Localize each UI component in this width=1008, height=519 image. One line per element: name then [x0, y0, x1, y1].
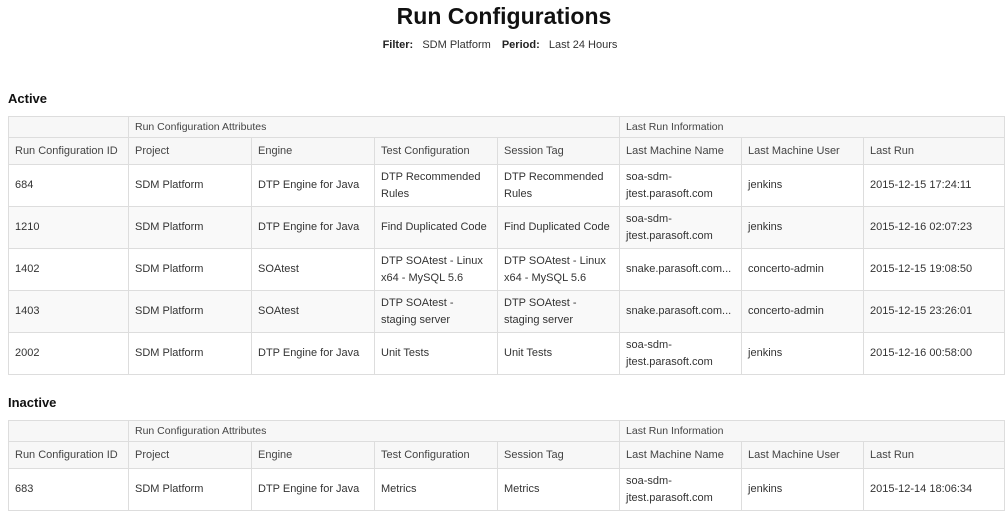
cell-last-run: 2015-12-16 02:07:23 — [863, 206, 1006, 249]
cell-project: SDM Platform — [128, 332, 252, 375]
period-value[interactable]: Last 24 Hours — [548, 39, 618, 51]
cell-engine: DTP Engine for Java — [251, 332, 375, 375]
cell-run-configuration-id[interactable]: 683 — [8, 468, 129, 511]
group-header-last-run: Last Run Information — [619, 420, 1006, 442]
cell-machine-name: snake.parasoft.com... — [619, 290, 743, 333]
cell-test-configuration: DTP SOAtest - staging server — [374, 290, 498, 333]
cell-session-tag: Find Duplicated Code — [496, 206, 621, 249]
cell-run-configuration-id[interactable]: 1403 — [8, 290, 129, 333]
active-table: Run Configuration Attributes Last Run In… — [8, 116, 1006, 375]
cell-project: SDM Platform — [128, 206, 252, 249]
cell-run-configuration-id[interactable]: 2002 — [8, 332, 129, 375]
column-header-session-tag[interactable]: Session Tag — [496, 137, 621, 165]
cell-project: SDM Platform — [128, 468, 252, 511]
cell-machine-name: soa-sdm-jtest.parasoft.com — [619, 164, 743, 207]
cell-test-configuration: DTP Recommended Rules — [374, 164, 498, 207]
cell-machine-name: snake.parasoft.com... — [619, 248, 743, 291]
column-header-last-run[interactable]: Last Run — [863, 137, 1006, 165]
cell-machine-user: jenkins — [741, 206, 865, 249]
group-header-attributes: Run Configuration Attributes — [127, 420, 621, 442]
cell-engine: SOAtest — [251, 248, 375, 291]
cell-machine-name: soa-sdm-jtest.parasoft.com — [619, 332, 743, 375]
column-header-test-configuration[interactable]: Test Configuration — [374, 441, 498, 469]
cell-machine-user: concerto-admin — [741, 248, 865, 291]
cell-test-configuration: DTP SOAtest - Linux x64 - MySQL 5.6 — [374, 248, 498, 291]
group-header-row: Run Configuration Attributes Last Run In… — [8, 420, 1006, 442]
cell-engine: DTP Engine for Java — [251, 164, 375, 207]
cell-session-tag: Unit Tests — [496, 332, 621, 375]
cell-test-configuration: Metrics — [374, 468, 498, 511]
inactive-table: Run Configuration Attributes Last Run In… — [8, 420, 1006, 511]
cell-machine-name: soa-sdm-jtest.parasoft.com — [619, 468, 743, 511]
cell-last-run: 2015-12-15 19:08:50 — [863, 248, 1006, 291]
cell-machine-user: concerto-admin — [741, 290, 865, 333]
cell-last-run: 2015-12-16 00:58:00 — [863, 332, 1006, 375]
cell-engine: DTP Engine for Java — [251, 206, 375, 249]
group-header-empty — [8, 420, 129, 442]
group-header-last-run: Last Run Information — [619, 116, 1006, 138]
cell-test-configuration: Unit Tests — [374, 332, 498, 375]
group-header-attributes: Run Configuration Attributes — [127, 116, 621, 138]
column-header-id[interactable]: Run Configuration ID — [8, 137, 129, 165]
group-header-empty — [8, 116, 129, 138]
column-header-project[interactable]: Project — [128, 137, 252, 165]
filter-value[interactable]: SDM Platform — [422, 39, 491, 51]
page-title: Run Configurations — [396, 3, 612, 29]
cell-last-run: 2015-12-15 17:24:11 — [863, 164, 1006, 207]
column-header-id[interactable]: Run Configuration ID — [8, 441, 129, 469]
cell-session-tag: DTP Recommended Rules — [496, 164, 621, 207]
cell-run-configuration-id[interactable]: 684 — [8, 164, 129, 207]
cell-session-tag: Metrics — [496, 468, 621, 511]
column-header-project[interactable]: Project — [128, 441, 252, 469]
column-header-test-configuration[interactable]: Test Configuration — [374, 137, 498, 165]
cell-engine: SOAtest — [251, 290, 375, 333]
cell-machine-user: jenkins — [741, 164, 865, 207]
cell-test-configuration: Find Duplicated Code — [374, 206, 498, 249]
cell-machine-name: soa-sdm-jtest.parasoft.com — [619, 206, 743, 249]
cell-project: SDM Platform — [128, 248, 252, 291]
cell-session-tag: DTP SOAtest - Linux x64 - MySQL 5.6 — [496, 248, 621, 291]
cell-project: SDM Platform — [128, 164, 252, 207]
column-header-last-run[interactable]: Last Run — [863, 441, 1006, 469]
cell-machine-user: jenkins — [741, 468, 865, 511]
period-label: Period: — [501, 39, 540, 51]
cell-machine-user: jenkins — [741, 332, 865, 375]
column-header-machine-user[interactable]: Last Machine User — [741, 441, 865, 469]
column-header-engine[interactable]: Engine — [251, 441, 375, 469]
cell-run-configuration-id[interactable]: 1402 — [8, 248, 129, 291]
cell-run-configuration-id[interactable]: 1210 — [8, 206, 129, 249]
active-section-title: Active — [8, 91, 48, 106]
group-header-row: Run Configuration Attributes Last Run In… — [8, 116, 1006, 138]
cell-session-tag: DTP SOAtest - staging server — [496, 290, 621, 333]
cell-project: SDM Platform — [128, 290, 252, 333]
column-header-row: Run Configuration ID Project Engine Test… — [8, 441, 1006, 469]
cell-last-run: 2015-12-15 23:26:01 — [863, 290, 1006, 333]
filter-bar: Filter: SDM Platform Period: Last 24 Hou… — [0, 39, 1008, 53]
filter-label: Filter: — [382, 39, 414, 51]
cell-last-run: 2015-12-14 18:06:34 — [863, 468, 1006, 511]
column-header-machine-user[interactable]: Last Machine User — [741, 137, 865, 165]
column-header-row: Run Configuration ID Project Engine Test… — [8, 137, 1006, 165]
column-header-machine-name[interactable]: Last Machine Name — [619, 137, 743, 165]
cell-engine: DTP Engine for Java — [251, 468, 375, 511]
column-header-session-tag[interactable]: Session Tag — [496, 441, 621, 469]
column-header-engine[interactable]: Engine — [251, 137, 375, 165]
column-header-machine-name[interactable]: Last Machine Name — [619, 441, 743, 469]
inactive-section-title: Inactive — [8, 395, 57, 410]
